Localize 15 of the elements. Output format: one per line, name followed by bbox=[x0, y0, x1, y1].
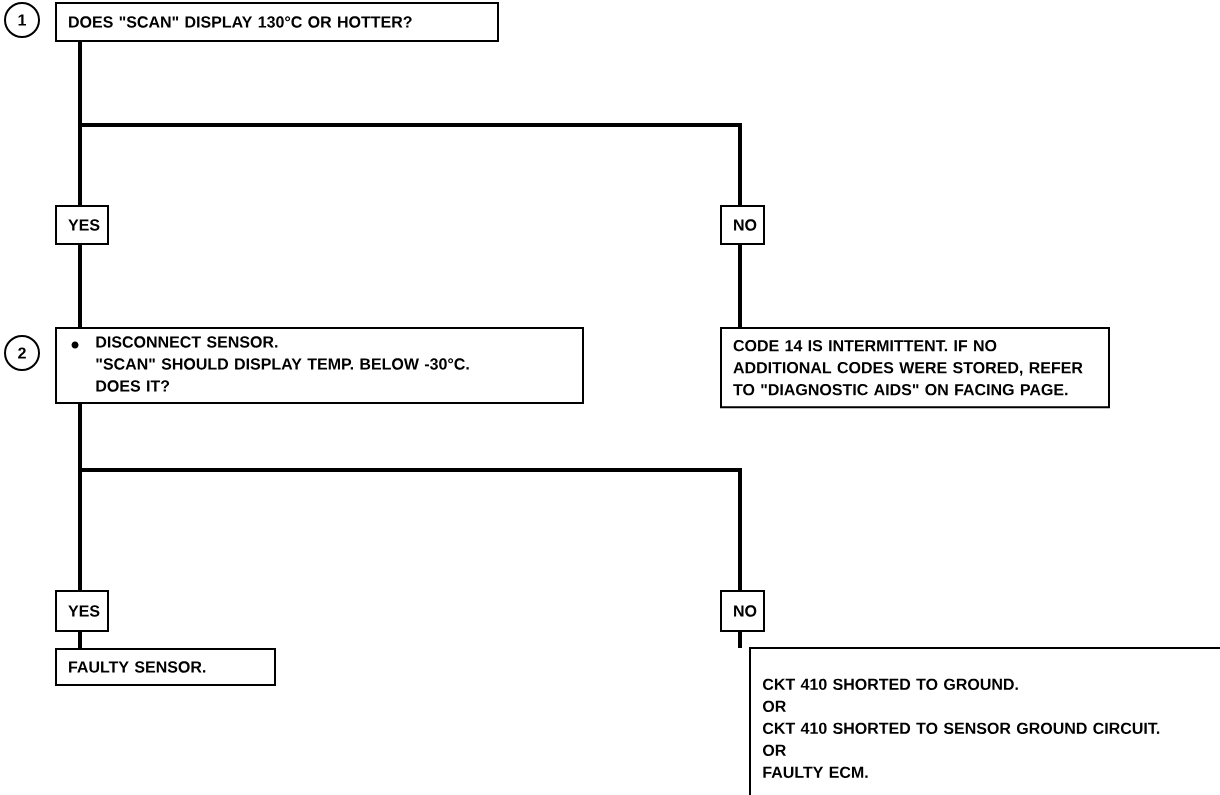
text-box: NO bbox=[720, 590, 765, 632]
text-box: FAULTY SENSOR. bbox=[55, 648, 276, 686]
text-box: DISCONNECT SENSOR. "SCAN" SHOULD DISPLAY TEMP. BELOW -30°C. DOES IT? bbox=[55, 327, 584, 404]
connector-line bbox=[78, 245, 82, 327]
connector-line bbox=[738, 632, 742, 648]
connector-line bbox=[78, 42, 742, 205]
text-box: NO bbox=[720, 205, 765, 245]
text-box: CODE 14 IS INTERMITTENT. IF NO ADDITIONAL CODES WERE STORED, REFER TO "DIAGNOSTIC AIDS" ON FACING PAGE. bbox=[720, 327, 1110, 409]
text-box: DOES "SCAN" DISPLAY 130°C OR HOTTER? bbox=[55, 2, 499, 42]
connector-line bbox=[738, 245, 742, 327]
text-box: CKT 410 SHORTED TO GROUND. OR CKT 410 SHORTED TO SENSOR GROUND CIRCUIT. OR FAULTY ECM. bbox=[749, 647, 1220, 795]
connector-line bbox=[78, 632, 82, 648]
text-box: YES bbox=[55, 590, 109, 632]
text-box: YES bbox=[55, 205, 109, 245]
connector-line bbox=[78, 404, 742, 590]
